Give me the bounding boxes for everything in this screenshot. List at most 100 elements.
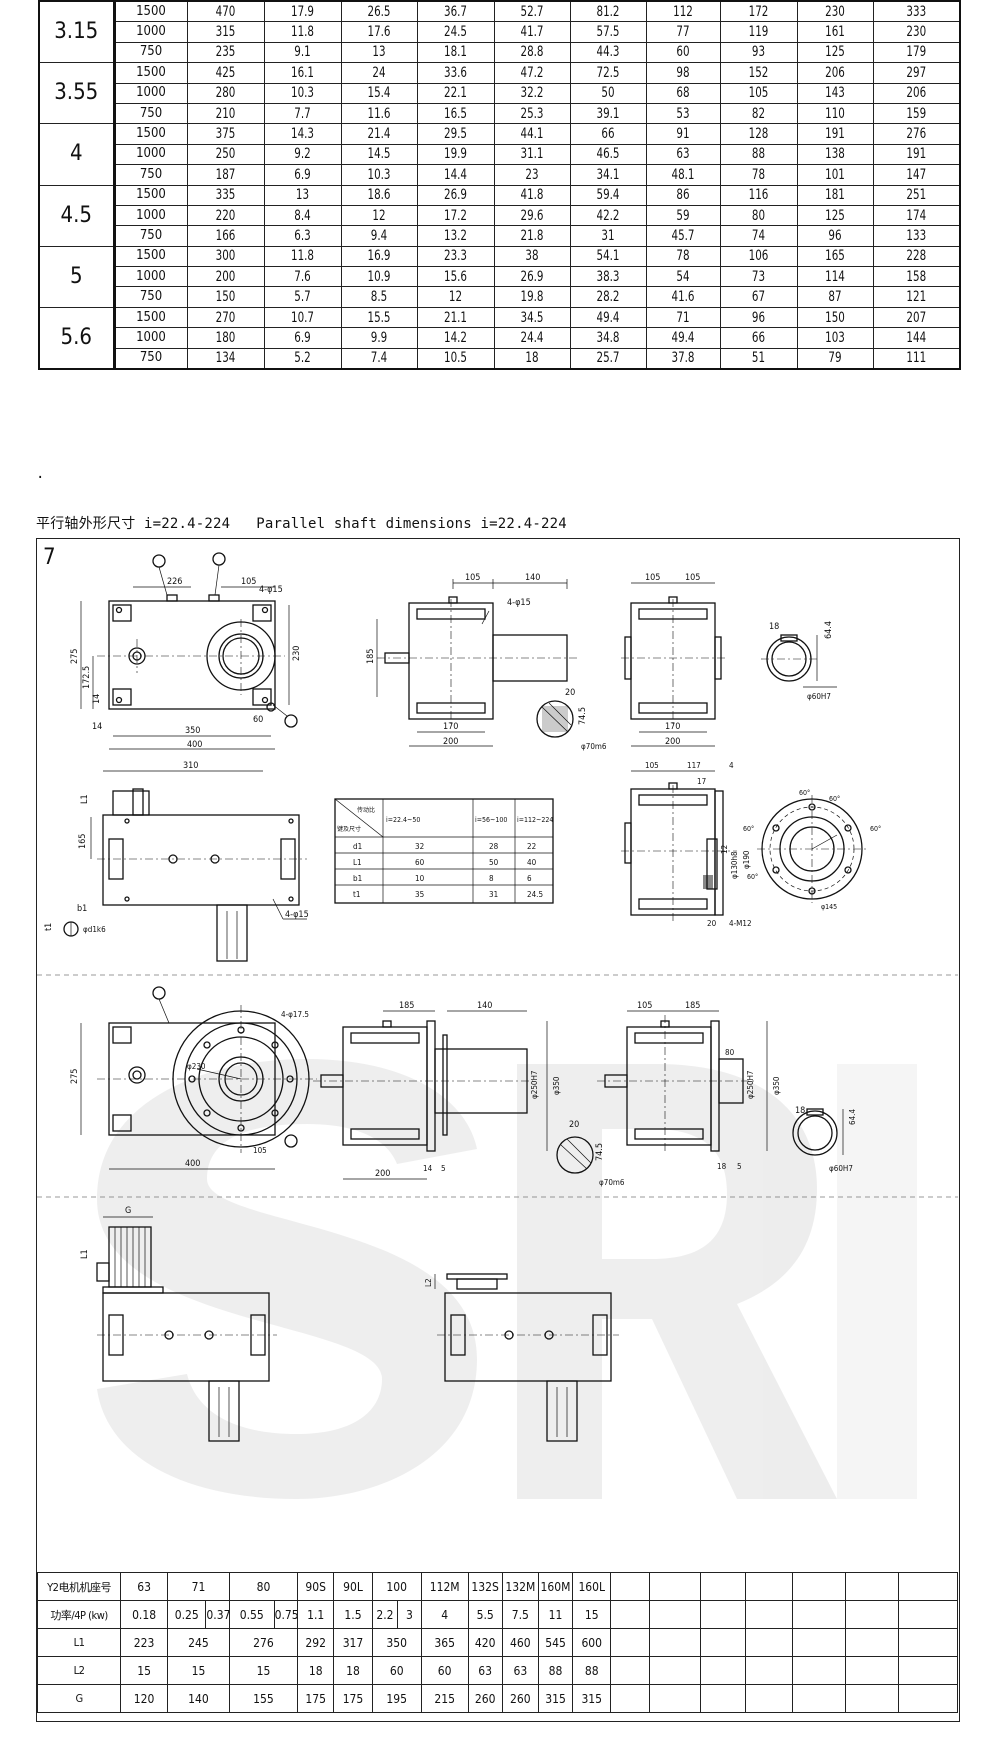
- power-value-cell: 63: [652, 143, 714, 166]
- motor-table-cell: 0.75: [273, 1600, 299, 1629]
- motor-table-cell: [699, 1600, 746, 1629]
- ratio-cell: 4: [38, 123, 116, 186]
- power-value-cell: 315: [193, 21, 258, 43]
- motor-table-cell: 315: [537, 1684, 574, 1713]
- motor-table-cell: 11: [537, 1600, 574, 1629]
- hollow-bore-view-a: 18 64.4 φ60H7: [761, 621, 837, 701]
- motor-table-cell: 460: [501, 1628, 539, 1657]
- power-value-cell: 98: [652, 62, 714, 84]
- power-value-cell: 11.6: [347, 102, 411, 125]
- motor-table-cell: 60: [420, 1656, 469, 1685]
- motor-table-cell: 292: [297, 1628, 335, 1657]
- power-value-cell: 41.7: [500, 21, 564, 43]
- input-speed-cell: 1000: [113, 82, 188, 104]
- front-view-round-flange: 185 140 φ250H7 φ350 200 14 5 20 74.5 φ70…: [313, 1001, 625, 1187]
- dim-275-a: 275: [70, 649, 80, 664]
- motor-table-cell: [791, 1572, 846, 1601]
- dim-105-g: 105: [637, 1001, 652, 1011]
- input-speed-cell: 1000: [113, 327, 188, 349]
- key-table-cell: 32: [415, 842, 424, 851]
- motor-table-cell: 15: [572, 1600, 612, 1629]
- dim-phid1k6: φd1k6: [83, 925, 106, 934]
- dim-275-b: 275: [70, 1069, 80, 1084]
- key-dimension-table: 传动比 键及尺寸 i=22.4~50 i=56~100 i=112~224 d1…: [334, 798, 554, 904]
- motor-table-cell: 5.5: [467, 1600, 503, 1629]
- power-value-cell: 210: [193, 102, 258, 125]
- key-table-cell: 31: [489, 890, 498, 899]
- dim-200-a: 200: [443, 737, 458, 747]
- motor-table-cell: [898, 1656, 958, 1685]
- input-speed-cell: 750: [113, 41, 188, 64]
- motor-table-cell: [610, 1600, 650, 1629]
- input-speed-cell: 750: [113, 286, 188, 308]
- power-value-cell: 230: [803, 0, 867, 23]
- power-value-cell: 79: [803, 347, 867, 370]
- power-value-cell: 73: [726, 266, 791, 288]
- motor-table-cell: 7.5: [501, 1600, 539, 1629]
- dim-17: 17: [697, 777, 706, 786]
- motor-table-cell: [898, 1628, 958, 1657]
- motor-table-cell: 545: [537, 1628, 574, 1657]
- power-value-cell: 11.8: [270, 245, 335, 268]
- key-table-cell: 60: [415, 858, 425, 867]
- dim-200-c: 200: [375, 1169, 390, 1179]
- power-value-cell: 49.4: [652, 327, 714, 349]
- dim-phi350-b: φ350: [772, 1076, 781, 1095]
- power-value-cell: 21.8: [500, 225, 564, 247]
- power-value-cell: 59.4: [576, 184, 640, 206]
- dim-230: 230: [292, 646, 302, 661]
- power-value-cell: 13: [347, 41, 411, 64]
- power-value-cell: 172: [726, 0, 791, 23]
- motor-table-cell: 260: [467, 1684, 503, 1713]
- power-value-cell: 143: [803, 82, 867, 104]
- motor-table-cell: 175: [297, 1684, 335, 1713]
- dim-L2: L2: [424, 1278, 433, 1287]
- drawing-frame: .o { fill: none; stroke: #111; stroke-wi…: [36, 538, 960, 1722]
- key-table-cell: 22: [527, 842, 536, 851]
- dim-117: 117: [687, 761, 701, 770]
- power-value-cell: 220: [193, 204, 258, 227]
- power-value-cell: 181: [803, 184, 867, 206]
- power-value-cell: 111: [880, 347, 953, 370]
- power-value-cell: 112: [652, 0, 714, 23]
- power-value-cell: 101: [803, 164, 867, 186]
- power-value-cell: 10.9: [347, 266, 411, 288]
- dim-G: G: [125, 1206, 131, 1216]
- dim-18-b: 18: [717, 1162, 727, 1171]
- dim-170-b: 170: [665, 722, 680, 732]
- motor-table-cell: 80: [228, 1572, 299, 1601]
- motor-table-cell: [898, 1572, 958, 1601]
- motor-table-cell: 63: [501, 1656, 539, 1685]
- motor-table-cell: 0.25: [167, 1600, 207, 1629]
- dim-phi230: φ230: [187, 1062, 206, 1071]
- input-speed-cell: 750: [113, 164, 188, 186]
- power-value-cell: 191: [803, 123, 867, 145]
- motor-table-cell: 100: [371, 1572, 422, 1601]
- dim-L1-b: L1: [80, 1249, 90, 1259]
- power-value-cell: 230: [880, 21, 953, 43]
- key-table-col-2: i=112~224: [517, 816, 553, 824]
- power-value-cell: 9.9: [347, 327, 411, 349]
- power-value-cell: 138: [803, 143, 867, 166]
- side-view-flange-row2: 105 117 4 17 12 φ130h8 φ190 20 4-M12: [621, 761, 752, 928]
- key-table-header-key: 键及尺寸: [337, 825, 361, 833]
- motor-table-cell: 88: [537, 1656, 574, 1685]
- power-value-cell: 23.3: [423, 245, 488, 268]
- dim-105-e: 105: [645, 761, 659, 770]
- input-speed-cell: 750: [113, 225, 188, 247]
- power-value-cell: 251: [880, 184, 953, 206]
- power-value-cell: 9.2: [270, 143, 335, 166]
- key-table-cell: 40: [527, 858, 537, 867]
- motor-table-cell: 132M: [501, 1572, 539, 1601]
- power-value-cell: 26.9: [423, 184, 488, 206]
- power-value-cell: 33.6: [423, 62, 488, 84]
- motor-table-cell: 18: [297, 1656, 335, 1685]
- power-value-cell: 54.1: [576, 245, 640, 268]
